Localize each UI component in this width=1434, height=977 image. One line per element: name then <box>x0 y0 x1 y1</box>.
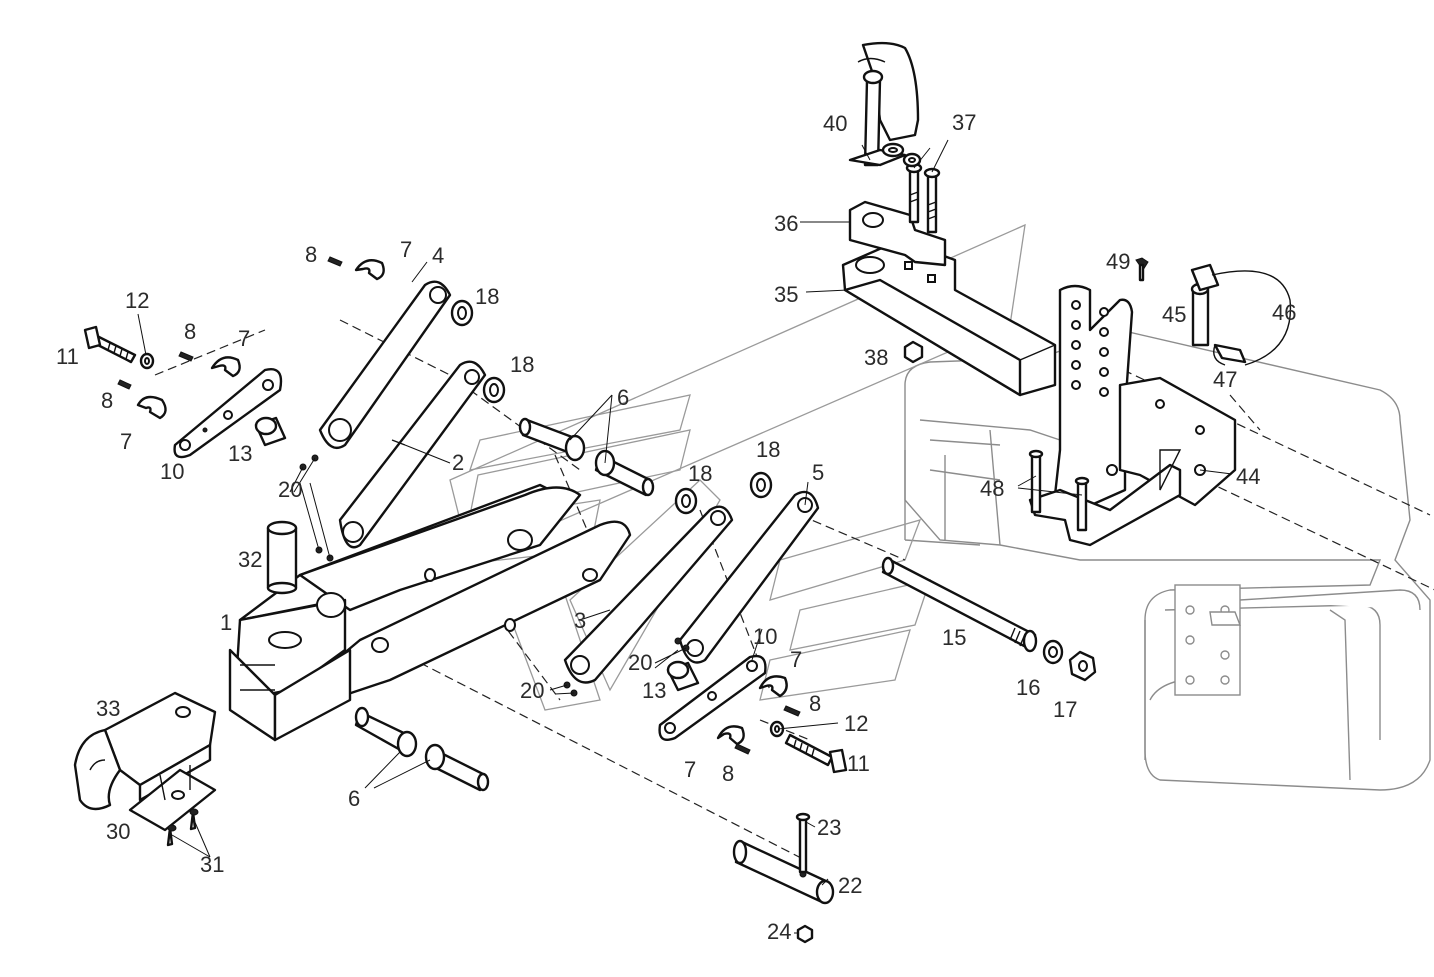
label-12-left: 12 <box>125 288 149 313</box>
wing-bolt-49 <box>1135 257 1149 282</box>
axle-15 <box>881 556 1038 653</box>
label-6-lower: 6 <box>348 786 360 811</box>
nut-24 <box>796 924 814 944</box>
main-frame <box>228 483 632 742</box>
plate-10-left <box>173 368 283 459</box>
label-7-d: 7 <box>790 647 802 672</box>
label-46: 46 <box>1272 300 1296 325</box>
label-13-left: 13 <box>228 441 252 466</box>
plate-30 <box>128 765 217 832</box>
bolt-11-right <box>784 733 848 774</box>
label-7-b: 7 <box>238 326 250 351</box>
part-labels: 1 2 3 4 5 6 6 7 7 7 7 7 8 8 8 8 8 10 10 … <box>56 110 1296 944</box>
bracket-36 <box>848 200 947 267</box>
label-31: 31 <box>200 852 224 877</box>
pin-40 <box>848 41 922 168</box>
label-1: 1 <box>220 610 232 635</box>
bolts-48 <box>1028 449 1090 532</box>
label-20-c: 20 <box>520 678 544 703</box>
pin-32 <box>266 520 298 595</box>
label-18-d: 18 <box>756 437 780 462</box>
label-48: 48 <box>980 476 1004 501</box>
label-47: 47 <box>1213 367 1237 392</box>
label-3: 3 <box>574 608 586 633</box>
label-10-right: 10 <box>753 624 777 649</box>
label-8-d: 8 <box>809 691 821 716</box>
washer-12-left <box>139 352 155 370</box>
label-7-e: 7 <box>684 757 696 782</box>
bolts-31 <box>166 808 199 847</box>
clip-47 <box>1213 343 1247 366</box>
label-8-a: 8 <box>305 242 317 267</box>
nut-17 <box>1068 650 1097 682</box>
label-13-right: 13 <box>642 678 666 703</box>
washers-18 <box>450 299 773 515</box>
label-12-right: 12 <box>844 711 868 736</box>
label-17: 17 <box>1053 697 1077 722</box>
bushing-13-right <box>666 660 700 692</box>
label-20-b: 20 <box>628 650 652 675</box>
label-6-upper: 6 <box>617 385 629 410</box>
label-40: 40 <box>823 111 847 136</box>
label-18-c: 18 <box>688 461 712 486</box>
label-24: 24 <box>767 919 791 944</box>
bushing-13-left <box>254 416 287 447</box>
pin-22 <box>732 839 835 905</box>
bolts-37 <box>905 162 941 234</box>
tractor-body <box>904 329 1431 791</box>
leader-lines <box>137 139 1233 934</box>
label-15: 15 <box>942 625 966 650</box>
label-35: 35 <box>774 282 798 307</box>
label-18-b: 18 <box>510 352 534 377</box>
washer-16 <box>1042 639 1064 665</box>
nut-38 <box>903 340 924 364</box>
label-37: 37 <box>952 110 976 135</box>
link-4 <box>318 280 452 450</box>
label-18-a: 18 <box>475 284 499 309</box>
label-8-e: 8 <box>722 761 734 786</box>
cable-46 <box>1211 270 1292 366</box>
label-20-a: 20 <box>278 477 302 502</box>
label-8-b: 8 <box>184 319 196 344</box>
label-22: 22 <box>838 873 862 898</box>
label-11-right: 11 <box>847 751 870 776</box>
label-30: 30 <box>106 819 130 844</box>
bolt-11-left <box>83 325 137 364</box>
label-23: 23 <box>817 815 841 840</box>
label-44: 44 <box>1236 464 1260 489</box>
link-5 <box>678 490 820 664</box>
label-45: 45 <box>1162 302 1186 327</box>
label-38: 38 <box>864 345 888 370</box>
pins-6-lower <box>354 706 490 792</box>
pin-45 <box>1190 263 1220 347</box>
label-49: 49 <box>1106 249 1130 274</box>
label-32: 32 <box>238 547 262 572</box>
label-8-c: 8 <box>101 388 113 413</box>
bolt-23 <box>795 812 811 874</box>
label-2: 2 <box>452 450 464 475</box>
bracket-44 <box>1028 284 1237 547</box>
link-2 <box>338 360 487 549</box>
label-33: 33 <box>96 696 120 721</box>
label-7-c: 7 <box>120 429 132 454</box>
clips-7-left <box>136 259 788 746</box>
label-10-left: 10 <box>160 459 184 484</box>
label-7-a: 7 <box>400 237 412 262</box>
label-5: 5 <box>812 460 824 485</box>
label-16: 16 <box>1016 675 1040 700</box>
plate-10-right <box>658 654 767 742</box>
label-36: 36 <box>774 211 798 236</box>
label-4: 4 <box>432 243 444 268</box>
label-11-left: 11 <box>56 344 79 369</box>
pins-6-upper <box>518 417 655 497</box>
link-3 <box>563 505 734 684</box>
screws-8 <box>117 256 801 755</box>
